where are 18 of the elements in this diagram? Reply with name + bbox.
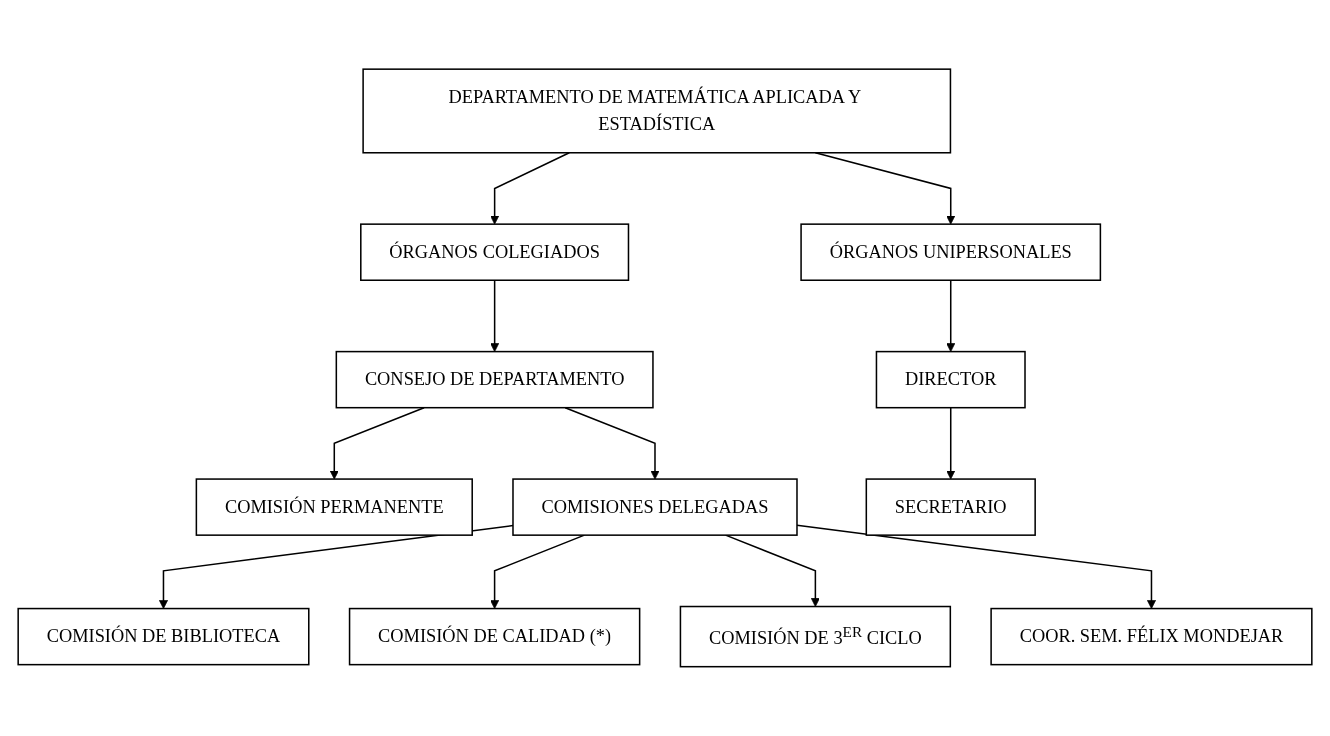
arrow <box>329 407 425 480</box>
node-box: DEPARTAMENTO DE MATEMÁTICA APLICADA Y ESTADÍSTICA <box>362 68 952 154</box>
node-box: COOR. SEM. FÉLIX MONDEJAR <box>990 607 1313 666</box>
node-box: COMISIÓN DE 3$^{ER}$ CICLO <box>679 605 952 668</box>
arrow <box>946 407 956 480</box>
node-box: COMISIÓN DE CALIDAD (*) <box>348 607 641 666</box>
node-box: ÓRGANOS UNIPERSONALES <box>800 223 1102 282</box>
node-box: DIRECTOR <box>875 350 1026 409</box>
node-box: COMISIONES DELEGADAS <box>512 478 798 536</box>
arrow <box>796 524 1156 610</box>
node-box: CONSEJO DE DEPARTAMENTO <box>335 350 654 409</box>
node-box: COMISIÓN DE BIBLIOTECA <box>17 607 310 666</box>
arrow <box>490 279 500 353</box>
arrow <box>564 407 660 480</box>
node-box: SECRETARIO <box>865 478 1036 536</box>
arrow <box>946 279 956 353</box>
node-box: COMISIÓN PERMANENTE <box>195 478 473 536</box>
node-box: ÓRGANOS COLEGIADOS <box>360 223 630 282</box>
